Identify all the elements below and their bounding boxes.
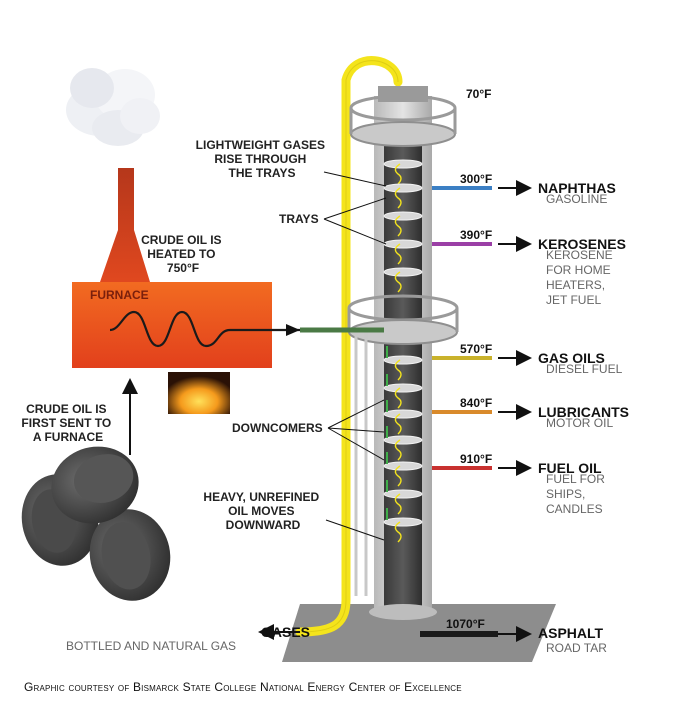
tray bbox=[383, 461, 423, 471]
oil-barrels bbox=[21, 446, 171, 601]
crude-heated-label: CRUDE OIL IS HEATED TO 750°F bbox=[141, 233, 225, 275]
vapor-flow-arrow bbox=[394, 359, 402, 381]
trays-pointers bbox=[323, 197, 387, 245]
crude-sent-label: CRUDE OIL IS FIRST SENT TO A FURNACE bbox=[21, 402, 114, 444]
vapor-flow-arrow bbox=[394, 387, 402, 409]
vapor-flow-arrow bbox=[394, 215, 402, 237]
product-use: SHIPS, bbox=[546, 487, 585, 501]
heavy-oil-pointer bbox=[325, 519, 385, 541]
column-base bbox=[369, 604, 437, 620]
tray bbox=[383, 267, 423, 277]
tray bbox=[383, 183, 423, 193]
vapor-flow-arrow bbox=[394, 493, 402, 515]
downcomers-pointers bbox=[327, 399, 385, 461]
tray bbox=[383, 355, 423, 365]
tray bbox=[383, 211, 423, 221]
product-use: CANDLES bbox=[546, 502, 603, 516]
tray bbox=[383, 409, 423, 419]
gases-name: GASES bbox=[261, 624, 310, 640]
product-use: KEROSENE bbox=[546, 248, 613, 262]
product-name: ASPHALT bbox=[538, 625, 604, 641]
product-temp: 570°F bbox=[460, 342, 492, 356]
tray bbox=[383, 517, 423, 527]
product-use: ROAD TAR bbox=[546, 641, 607, 655]
tray bbox=[383, 435, 423, 445]
vapor-flow-arrow bbox=[394, 187, 402, 209]
trays-label: TRAYS bbox=[279, 212, 319, 226]
vapor-flow-arrow bbox=[394, 413, 402, 435]
product-use: HEATERS, bbox=[546, 278, 605, 292]
furnace-firebox bbox=[168, 372, 230, 414]
product-temp: 910°F bbox=[460, 452, 492, 466]
column-interior bbox=[384, 140, 422, 610]
product-temp: 390°F bbox=[460, 228, 492, 242]
product-use: JET FUEL bbox=[546, 293, 601, 307]
credit-line: Graphic courtesy of Bismarck State Colle… bbox=[24, 680, 462, 694]
downcomers-label: DOWNCOMERS bbox=[232, 421, 323, 435]
product-name: KEROSENES bbox=[538, 236, 626, 252]
tray bbox=[383, 489, 423, 499]
vapor-flow-arrow bbox=[394, 163, 402, 185]
tray bbox=[383, 159, 423, 169]
top-platform bbox=[349, 94, 457, 147]
tray bbox=[383, 383, 423, 393]
column-cap bbox=[378, 86, 428, 102]
tray bbox=[383, 239, 423, 249]
smoke-cloud bbox=[66, 68, 160, 146]
vapor-flow-arrow bbox=[394, 521, 402, 543]
vapor-pipe-outline bbox=[299, 60, 399, 633]
product-temp: 1070°F bbox=[446, 617, 485, 631]
product-use: FUEL FOR bbox=[546, 472, 605, 486]
product-use: MOTOR OIL bbox=[546, 416, 613, 430]
product-use: FOR HOME bbox=[546, 263, 611, 277]
feed-pipe bbox=[286, 324, 384, 336]
product-use: GASOLINE bbox=[546, 192, 607, 206]
lightweight-pointer bbox=[323, 171, 387, 187]
heavy-oil-label: HEAVY, UNREFINED OIL MOVES DOWNWARD bbox=[203, 490, 322, 532]
column-ladder bbox=[354, 332, 368, 596]
product-name: NAPHTHAS bbox=[538, 180, 616, 196]
column-trays bbox=[383, 159, 423, 543]
product-temp: 840°F bbox=[460, 396, 492, 410]
vapor-flow-arrow bbox=[394, 465, 402, 487]
vapor-flow-arrow bbox=[394, 271, 402, 293]
furnace-label: FURNACE bbox=[90, 288, 149, 302]
top-temp: 70°F bbox=[466, 87, 491, 101]
furnace-chimney bbox=[100, 168, 150, 282]
product-name: FUEL OIL bbox=[538, 460, 602, 476]
lightweight-gases-label: LIGHTWEIGHT GASES RISE THROUGH THE TRAYS bbox=[196, 138, 329, 180]
product-use: DIESEL FUEL bbox=[546, 362, 623, 376]
ground-slab bbox=[282, 604, 556, 662]
vapor-flow-arrow bbox=[394, 439, 402, 461]
gases-uses: BOTTLED AND NATURAL GAS bbox=[66, 639, 236, 653]
product-temp: 300°F bbox=[460, 172, 492, 186]
middle-platform bbox=[347, 294, 459, 345]
product-name: GAS OILS bbox=[538, 350, 605, 366]
product-name: LUBRICANTS bbox=[538, 404, 629, 420]
furnace-coil bbox=[109, 310, 300, 348]
vapor-flow-arrow bbox=[394, 243, 402, 265]
